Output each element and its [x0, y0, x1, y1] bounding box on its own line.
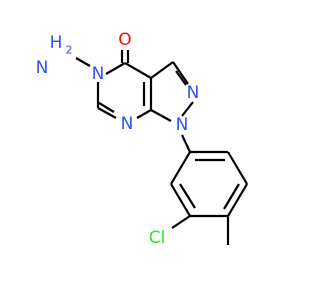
bond-c7a-n7 [136, 109, 152, 119]
molecule-structure-diagram: O N N N N Cl H N 2 [36, 30, 248, 248]
bond-n1-c7a [150, 109, 172, 122]
bond-c3-n2-2 [175, 70, 187, 86]
bond-n1-c1p [181, 134, 191, 153]
amino-subscript: 2 [66, 44, 73, 57]
bond-n2-n1 [181, 101, 194, 117]
bond-c3-n2-1 [172, 61, 189, 85]
bond-c4-n5 [105, 62, 126, 75]
atom-nitrogen-1: N [176, 115, 189, 135]
bond-n5-nh2 [75, 57, 91, 67]
bond-n7-c6-2 [98, 102, 115, 113]
bond-ph-5 [170, 183, 191, 217]
atom-label-layer: O N N N N Cl H N 2 [36, 30, 200, 248]
amino-h: H [50, 33, 63, 53]
bond-ph-3 [227, 183, 248, 217]
amino-n: N [36, 58, 49, 78]
atom-nitrogen-5: N [92, 64, 105, 84]
bond-c4-c3a [124, 62, 152, 79]
atom-chlorine: Cl [149, 228, 166, 248]
bond-n7-c6-1 [97, 107, 117, 119]
bond-c3p-cl [171, 215, 191, 229]
atom-nitrogen-7: N [121, 114, 134, 134]
bond-ph-3b [223, 183, 240, 210]
bond-ph-2 [227, 151, 248, 185]
amino-group-label: H N 2 [36, 33, 73, 78]
atom-oxygen: O [118, 30, 131, 50]
bond-ph-6 [170, 151, 191, 185]
bond-layer [75, 50, 248, 245]
atom-nitrogen-2: N [187, 83, 200, 103]
bond-ph-5b [179, 183, 196, 209]
bond-c3a-c3 [150, 61, 174, 79]
